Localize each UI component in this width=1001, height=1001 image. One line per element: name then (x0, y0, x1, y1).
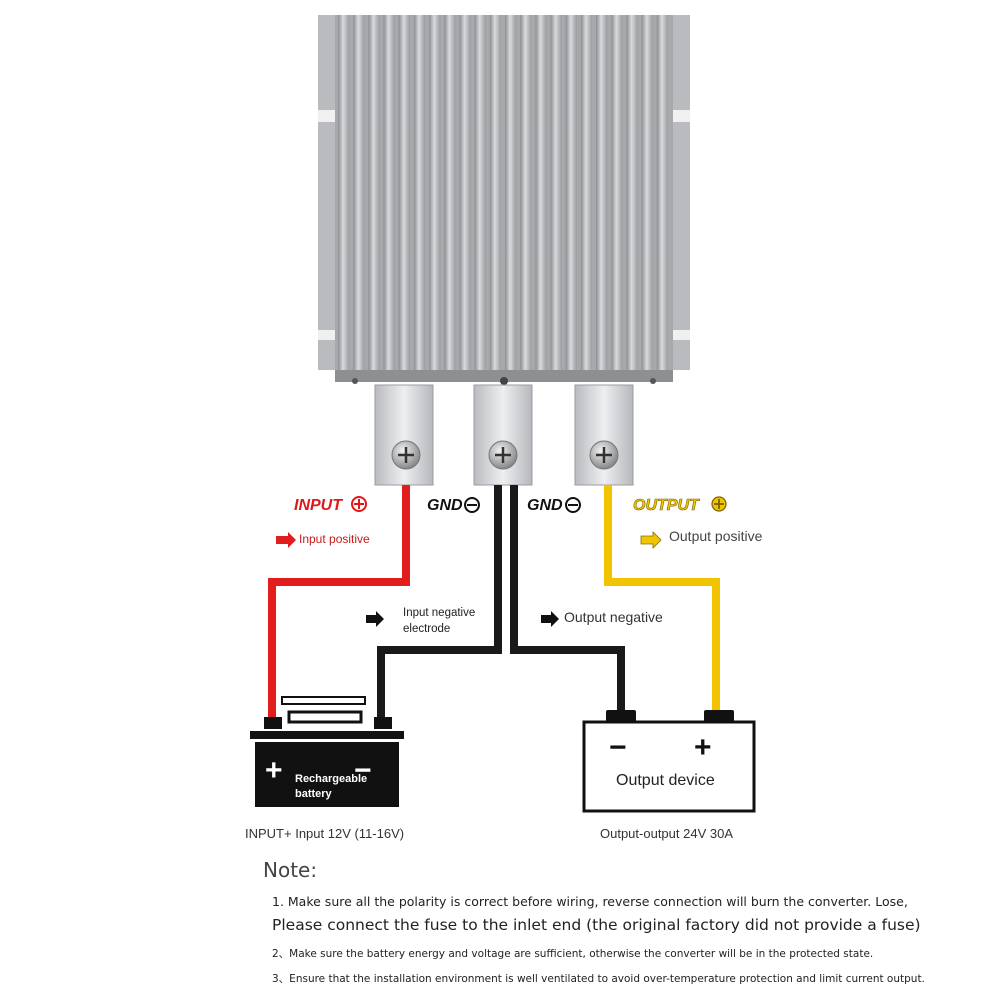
heatsink-fin (656, 15, 668, 370)
heatsink-fin (474, 15, 486, 370)
heatsink-fin (429, 15, 441, 370)
svg-text:INPUT: INPUT (294, 497, 343, 514)
terminal-lug-input (374, 384, 434, 486)
device-minus-symbol: − (609, 731, 627, 764)
device-plus-symbol: + (694, 731, 712, 764)
svg-text:Output positive: Output positive (669, 528, 763, 544)
black-input-negative-wire (377, 485, 502, 725)
heatsink-fin (338, 15, 350, 370)
output-device: − + Output device (582, 710, 756, 813)
heatsink-fin (353, 15, 365, 370)
heatsink-fin (444, 15, 456, 370)
note-line-4: 3、Ensure that the installation environme… (272, 973, 925, 985)
svg-text:Input positive: Input positive (299, 532, 370, 546)
heatsink-fin (398, 15, 410, 370)
note-line-2: Please connect the fuse to the inlet end… (272, 916, 921, 934)
heatsink-fin (611, 15, 623, 370)
battery-label-line2: battery (295, 788, 333, 800)
heatsink-fin (505, 15, 517, 370)
svg-text:electrode: electrode (403, 623, 450, 635)
note-line-1: 1. Make sure all the polarity is correct… (272, 894, 908, 909)
svg-text:GND: GND (527, 497, 563, 514)
heatsink-fin (535, 15, 547, 370)
black-output-negative-wire (510, 485, 625, 718)
heatsink-fin (459, 15, 471, 370)
input-positive-label: Input positive (276, 532, 370, 548)
note-line-3: 2、Make sure the battery energy and volta… (272, 948, 874, 960)
heatsink-fin (489, 15, 501, 370)
svg-text:GND: GND (427, 497, 463, 514)
battery-plus-symbol: + (265, 754, 283, 787)
terminal-lug-gnd (473, 384, 533, 486)
gnd-right-terminal-label: GND (527, 497, 581, 514)
output-positive-label: Output positive (640, 528, 763, 549)
notes-title: Note: (263, 858, 318, 882)
heatsink-fin (596, 15, 608, 370)
gnd-left-terminal-label: GND (427, 497, 480, 514)
terminal-lug-output (574, 384, 634, 486)
input-negative-label: Input negative electrode (366, 607, 475, 635)
svg-text:Output negative: Output negative (564, 609, 663, 625)
heatsink-fin (565, 15, 577, 370)
output-terminal-label: OUTPUT (633, 496, 727, 514)
heatsink-fin (626, 15, 638, 370)
svg-text:OUTPUT: OUTPUT (633, 497, 700, 514)
heatsink-fin (550, 15, 562, 370)
converter-body (318, 15, 690, 385)
battery-minus-symbol: − (354, 754, 372, 787)
heatsink-fin (413, 15, 426, 370)
heatsink-fin (641, 15, 653, 370)
heatsink-fin (383, 15, 395, 370)
svg-text:Input negative: Input negative (403, 607, 475, 619)
rechargeable-battery: + − Rechargeable battery (250, 696, 404, 807)
red-input-wire (268, 485, 410, 725)
heatsink-fin (520, 15, 532, 370)
device-label: Output device (616, 772, 715, 789)
input-terminal-label: INPUT (294, 496, 367, 514)
heatsink-fin (580, 15, 593, 370)
battery-label-line1: Rechargeable (295, 773, 367, 785)
heatsink-fins (338, 15, 668, 370)
output-negative-label: Output negative (541, 609, 663, 627)
device-caption: Output-output 24V 30A (600, 826, 733, 841)
yellow-output-wire (604, 485, 720, 718)
battery-caption: INPUT+ Input 12V (11-16V) (245, 826, 404, 841)
heatsink-fin (368, 15, 380, 370)
